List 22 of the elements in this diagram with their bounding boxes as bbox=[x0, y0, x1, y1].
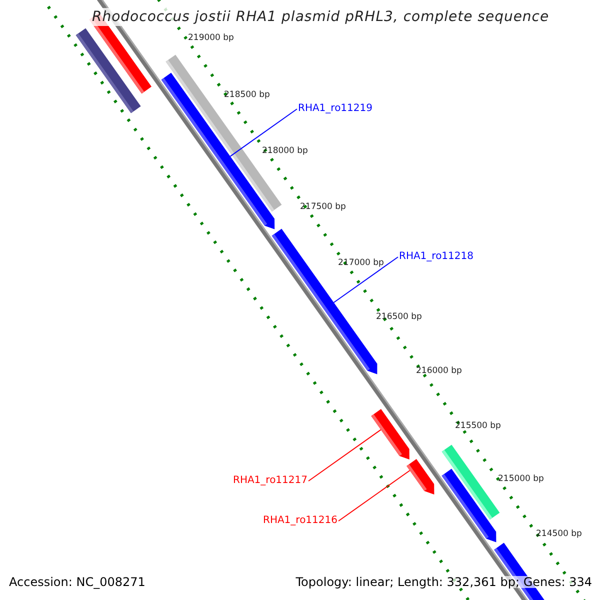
leader-line bbox=[333, 256, 398, 303]
gene-label: RHA1_ro11217 bbox=[233, 476, 308, 486]
gene-label: RHA1_ro11216 bbox=[263, 516, 338, 526]
summary-text: Topology: linear; Length: 332,361 bp; Genes: 334 bbox=[296, 576, 592, 588]
tick-label: 219000 bp bbox=[188, 34, 234, 42]
gene-label: RHA1_ro11219 bbox=[298, 104, 372, 114]
leader-line bbox=[308, 429, 382, 482]
tick-label: 214500 bp bbox=[536, 530, 582, 538]
tick-label: 216500 bp bbox=[376, 313, 422, 322]
gene-segment bbox=[406, 459, 434, 494]
leader-line bbox=[230, 108, 298, 157]
gene-segment bbox=[371, 409, 410, 460]
tick-label: 215000 bp bbox=[498, 475, 544, 484]
tick-label: 218500 bp bbox=[224, 91, 270, 100]
tick-label: 215500 bp bbox=[455, 422, 501, 430]
accession-text: Accession: NC_008271 bbox=[9, 576, 146, 588]
leader-line bbox=[338, 470, 410, 522]
tick-label: 218000 bp bbox=[262, 147, 308, 156]
tick-label: 217000 bp bbox=[338, 259, 384, 268]
tick-label: 217500 bp bbox=[300, 203, 346, 212]
gene-label: RHA1_ro11218 bbox=[399, 252, 474, 262]
tick-label: 216000 bp bbox=[416, 367, 462, 376]
